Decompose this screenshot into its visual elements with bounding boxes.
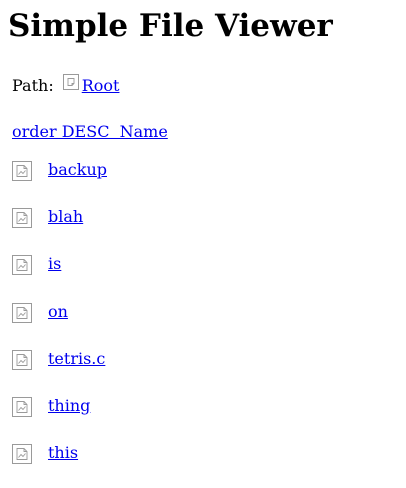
file-link-backup[interactable]: backup xyxy=(48,160,107,179)
list-item: backup xyxy=(12,158,107,205)
file-image-icon xyxy=(12,161,32,181)
list-item: tetris.c xyxy=(12,347,107,394)
root-link[interactable]: Root xyxy=(62,74,120,95)
path-label: Path: xyxy=(12,75,54,95)
file-link-on[interactable]: on xyxy=(48,301,68,321)
file-image-icon xyxy=(12,396,32,417)
file-image-icon xyxy=(12,349,32,370)
folder-icon xyxy=(62,74,79,90)
list-item: this xyxy=(12,441,107,488)
file-image-icon xyxy=(12,444,32,465)
file-image-icon xyxy=(12,255,32,276)
file-link-this[interactable]: this xyxy=(48,443,79,463)
file-link-blah[interactable]: blah xyxy=(48,207,84,227)
file-link-tetris-c[interactable]: tetris.c xyxy=(48,348,106,368)
page-title: Simple File Viewer xyxy=(8,8,333,44)
file-image-icon xyxy=(12,302,32,323)
list-item: thing xyxy=(12,394,107,441)
file-link-thing[interactable]: thing xyxy=(48,395,91,415)
list-item: on xyxy=(12,300,107,347)
file-image-icon xyxy=(12,208,32,229)
breadcrumb: Path: Root xyxy=(12,74,119,96)
list-item: blah xyxy=(12,205,107,252)
list-item: is xyxy=(12,252,107,299)
root-link-label: Root xyxy=(81,75,120,95)
file-link-is[interactable]: is xyxy=(48,254,62,274)
sort-order-link[interactable]: order DESC Name xyxy=(12,122,168,141)
file-list: backup blah is on xyxy=(12,158,107,488)
